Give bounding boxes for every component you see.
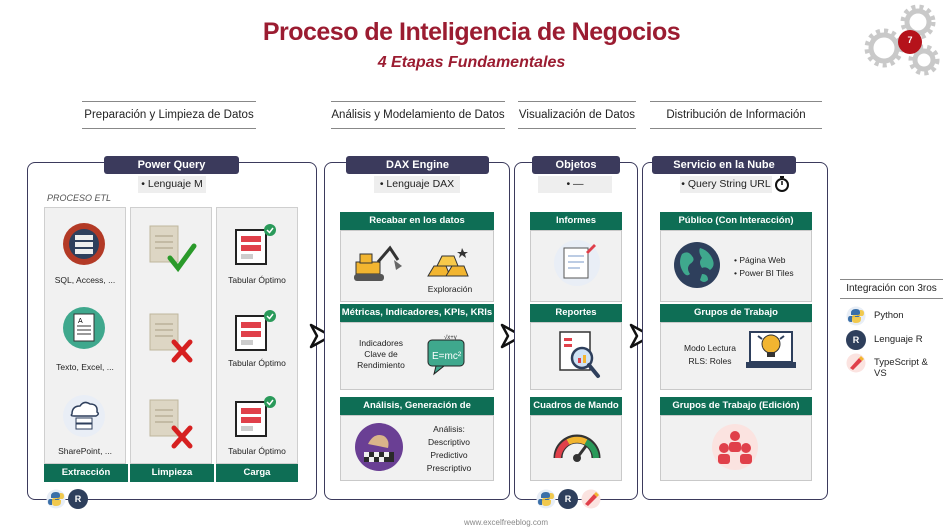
database-icon (62, 222, 106, 271)
r-language-icon-2: R (558, 489, 578, 509)
stage-header-analysis: Análisis y Modelamiento de Datos (331, 101, 505, 129)
page-title: Proceso de Inteligencia de Negocios (262, 18, 681, 46)
table-check-icon-3 (232, 394, 280, 445)
globe-icon (672, 240, 722, 295)
footer-url[interactable]: www.excelfreeblog.com (446, 518, 566, 527)
visual-objects-label: Objetos Visuales (532, 156, 620, 189)
document-cross-icon-2 (146, 396, 198, 457)
etl-label: PROCESO ETL (47, 193, 112, 203)
integration-title: Integración con 3ros (840, 279, 943, 299)
table-check-icon-2 (232, 308, 280, 359)
team-people-icon (710, 422, 760, 479)
gold-bars-icon (424, 244, 472, 285)
source-sharepoint: SharePoint, ... (58, 446, 112, 456)
cloud-service-label: Servicio en la Nube (652, 156, 796, 174)
dax-language-tag: • Lenguaje DAX (374, 176, 460, 193)
card-metricas (340, 322, 494, 390)
typescript-icon (581, 489, 601, 514)
python-icon-2 (536, 489, 556, 514)
card-reportes-header: Reportes (530, 304, 622, 322)
document-cross-icon (146, 310, 198, 371)
indicadores-text: Indicadores Clave de Rendimiento (357, 338, 405, 370)
m-language-tag: • Lenguaje M (138, 176, 206, 193)
source-text: Texto, Excel, ... (56, 362, 114, 372)
gears-icon: 7 (862, 4, 942, 80)
python-icon-3 (846, 306, 866, 331)
stage-header-distribution: Distribución de Información (650, 101, 822, 129)
laptop-bulb-icon (744, 326, 798, 387)
typescript-label: TypeScript & VS (874, 357, 928, 379)
report-document-icon (552, 238, 602, 293)
source-sql: SQL, Access, ... (54, 275, 116, 285)
card-metricas-header: Métricas, Indicadores, KPIs, KRIs (340, 304, 494, 322)
stopwatch-icon (774, 175, 790, 198)
svg-text:√x+y: √x+y (444, 334, 457, 341)
step-badge: 7 (907, 35, 913, 45)
cloud-server-icon (62, 394, 106, 443)
stage-header-preparation: Preparación y Limpieza de Datos (82, 101, 256, 129)
power-query-label: Power Query (104, 156, 239, 174)
typescript-icon-2 (846, 353, 866, 378)
visual-tag: • — (538, 176, 612, 193)
prescriptivo-text: Prescriptivo (426, 463, 472, 473)
python-icon (46, 489, 66, 514)
card-analisis-header: Análisis, Generación de Estrategias (340, 397, 494, 429)
card-cuadros (530, 415, 622, 481)
query-string-tag: • Query String URL (680, 176, 772, 193)
r-language-icon: R (68, 489, 88, 509)
formula-chat-icon: E=mc² √x+y (424, 332, 468, 383)
r-language-icon-3: R (846, 330, 866, 350)
svg-text:E=mc²: E=mc² (432, 351, 462, 362)
svg-text:A: A (78, 318, 83, 325)
dax-engine-label: DAX Engine (346, 156, 489, 174)
strategy-chess-icon (354, 422, 404, 477)
table-check-icon (232, 222, 280, 273)
rls-roles-text: RLS: Roles (688, 356, 732, 366)
predictivo-text: Predictivo (430, 450, 468, 460)
pagina-web-text: • Página Web (734, 255, 786, 265)
card-publico-header: Público (Con Interacción) (660, 212, 812, 230)
magnifier-chart-icon (554, 328, 604, 387)
cleaning-footer: Limpieza (130, 464, 214, 482)
r-language-label: Lenguaje R (874, 334, 923, 345)
exploracion-text: Exploración (427, 284, 473, 294)
python-label: Python (874, 310, 904, 321)
power-bi-tiles-text: • Power BI Tiles (734, 268, 794, 278)
load-footer: Carga (216, 464, 298, 482)
card-informes-header: Informes (530, 212, 622, 230)
stage-header-visualization: Visualización de Datos (518, 101, 636, 129)
tabular-optimo-1: Tabular Óptimo (228, 275, 286, 285)
gauge-dashboard-icon (552, 424, 602, 475)
modo-lectura-text: Modo Lectura (684, 343, 736, 353)
descriptivo-text: Descriptivo (427, 437, 471, 447)
card-edicion-header: Grupos de Trabajo (Edición) (660, 397, 812, 415)
text-file-icon: A (62, 306, 106, 355)
tabular-optimo-2: Tabular Óptimo (228, 358, 286, 368)
card-visualizacion-header: Grupos de Trabajo (Visualización) (660, 304, 812, 336)
document-check-icon (146, 222, 198, 283)
excavator-icon (352, 240, 404, 291)
card-cuadros-header: Cuadros de Mando (530, 397, 622, 415)
footer-url-text[interactable]: www.excelfreeblog.com (463, 518, 549, 527)
card-recabar-header: Recabar en los datos (340, 212, 494, 230)
page-subtitle: 4 Etapas Fundamentales (377, 54, 566, 71)
tabular-optimo-3: Tabular Óptimo (228, 446, 286, 456)
extraction-footer: Extracción (44, 464, 128, 482)
analisis-head-text: Análisis: (433, 424, 465, 434)
